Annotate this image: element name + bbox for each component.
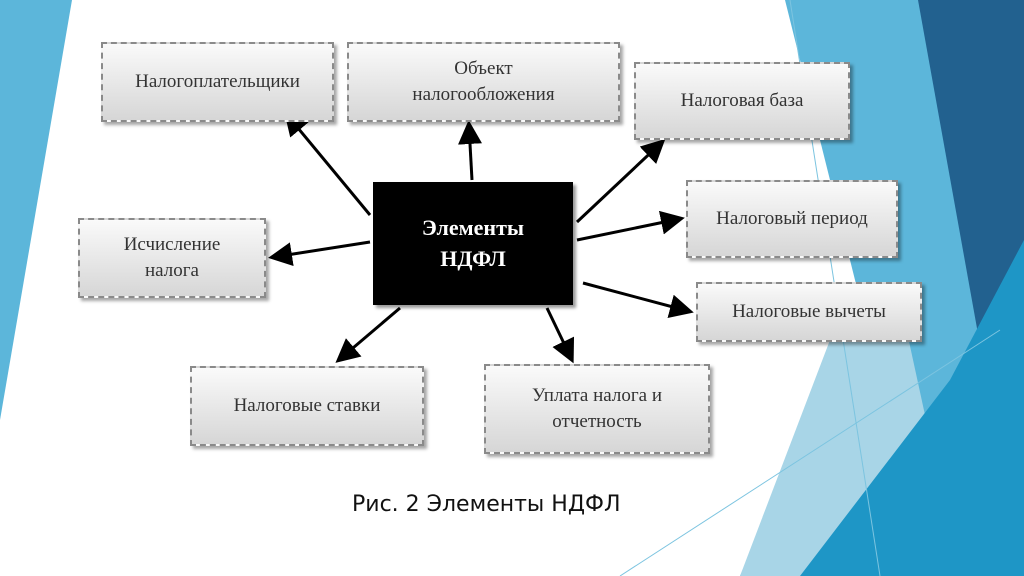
arrow (576, 210, 685, 242)
arrow (458, 120, 482, 181)
node-taxpayers: Налогоплательщики (101, 42, 334, 122)
arrow (284, 111, 372, 216)
node-tax-deductions: Налоговые вычеты (696, 282, 922, 342)
node-tax-calculation: Исчисление налога (78, 218, 266, 298)
arrow (545, 307, 575, 364)
right-decor-mid (800, 240, 1024, 576)
node-tax-period: Налоговый период (686, 180, 898, 258)
center-node: Элементы НДФЛ (373, 182, 573, 305)
left-decor-shape (0, 0, 72, 420)
arrow (335, 306, 401, 363)
arrow (268, 240, 371, 267)
decor-line (619, 329, 1001, 576)
node-tax-object: Объект налогообложения (347, 42, 620, 122)
node-payment-reporting: Уплата налога и отчетность (484, 364, 710, 454)
arrow (582, 281, 694, 318)
figure-caption: Рис. 2 Элементы НДФЛ (352, 492, 621, 517)
center-label: Элементы НДФЛ (421, 214, 525, 271)
node-tax-base: Налоговая база (634, 62, 850, 140)
arrow (575, 138, 666, 224)
node-tax-rates: Налоговые ставки (190, 366, 424, 446)
right-decor-dark (918, 0, 1024, 345)
